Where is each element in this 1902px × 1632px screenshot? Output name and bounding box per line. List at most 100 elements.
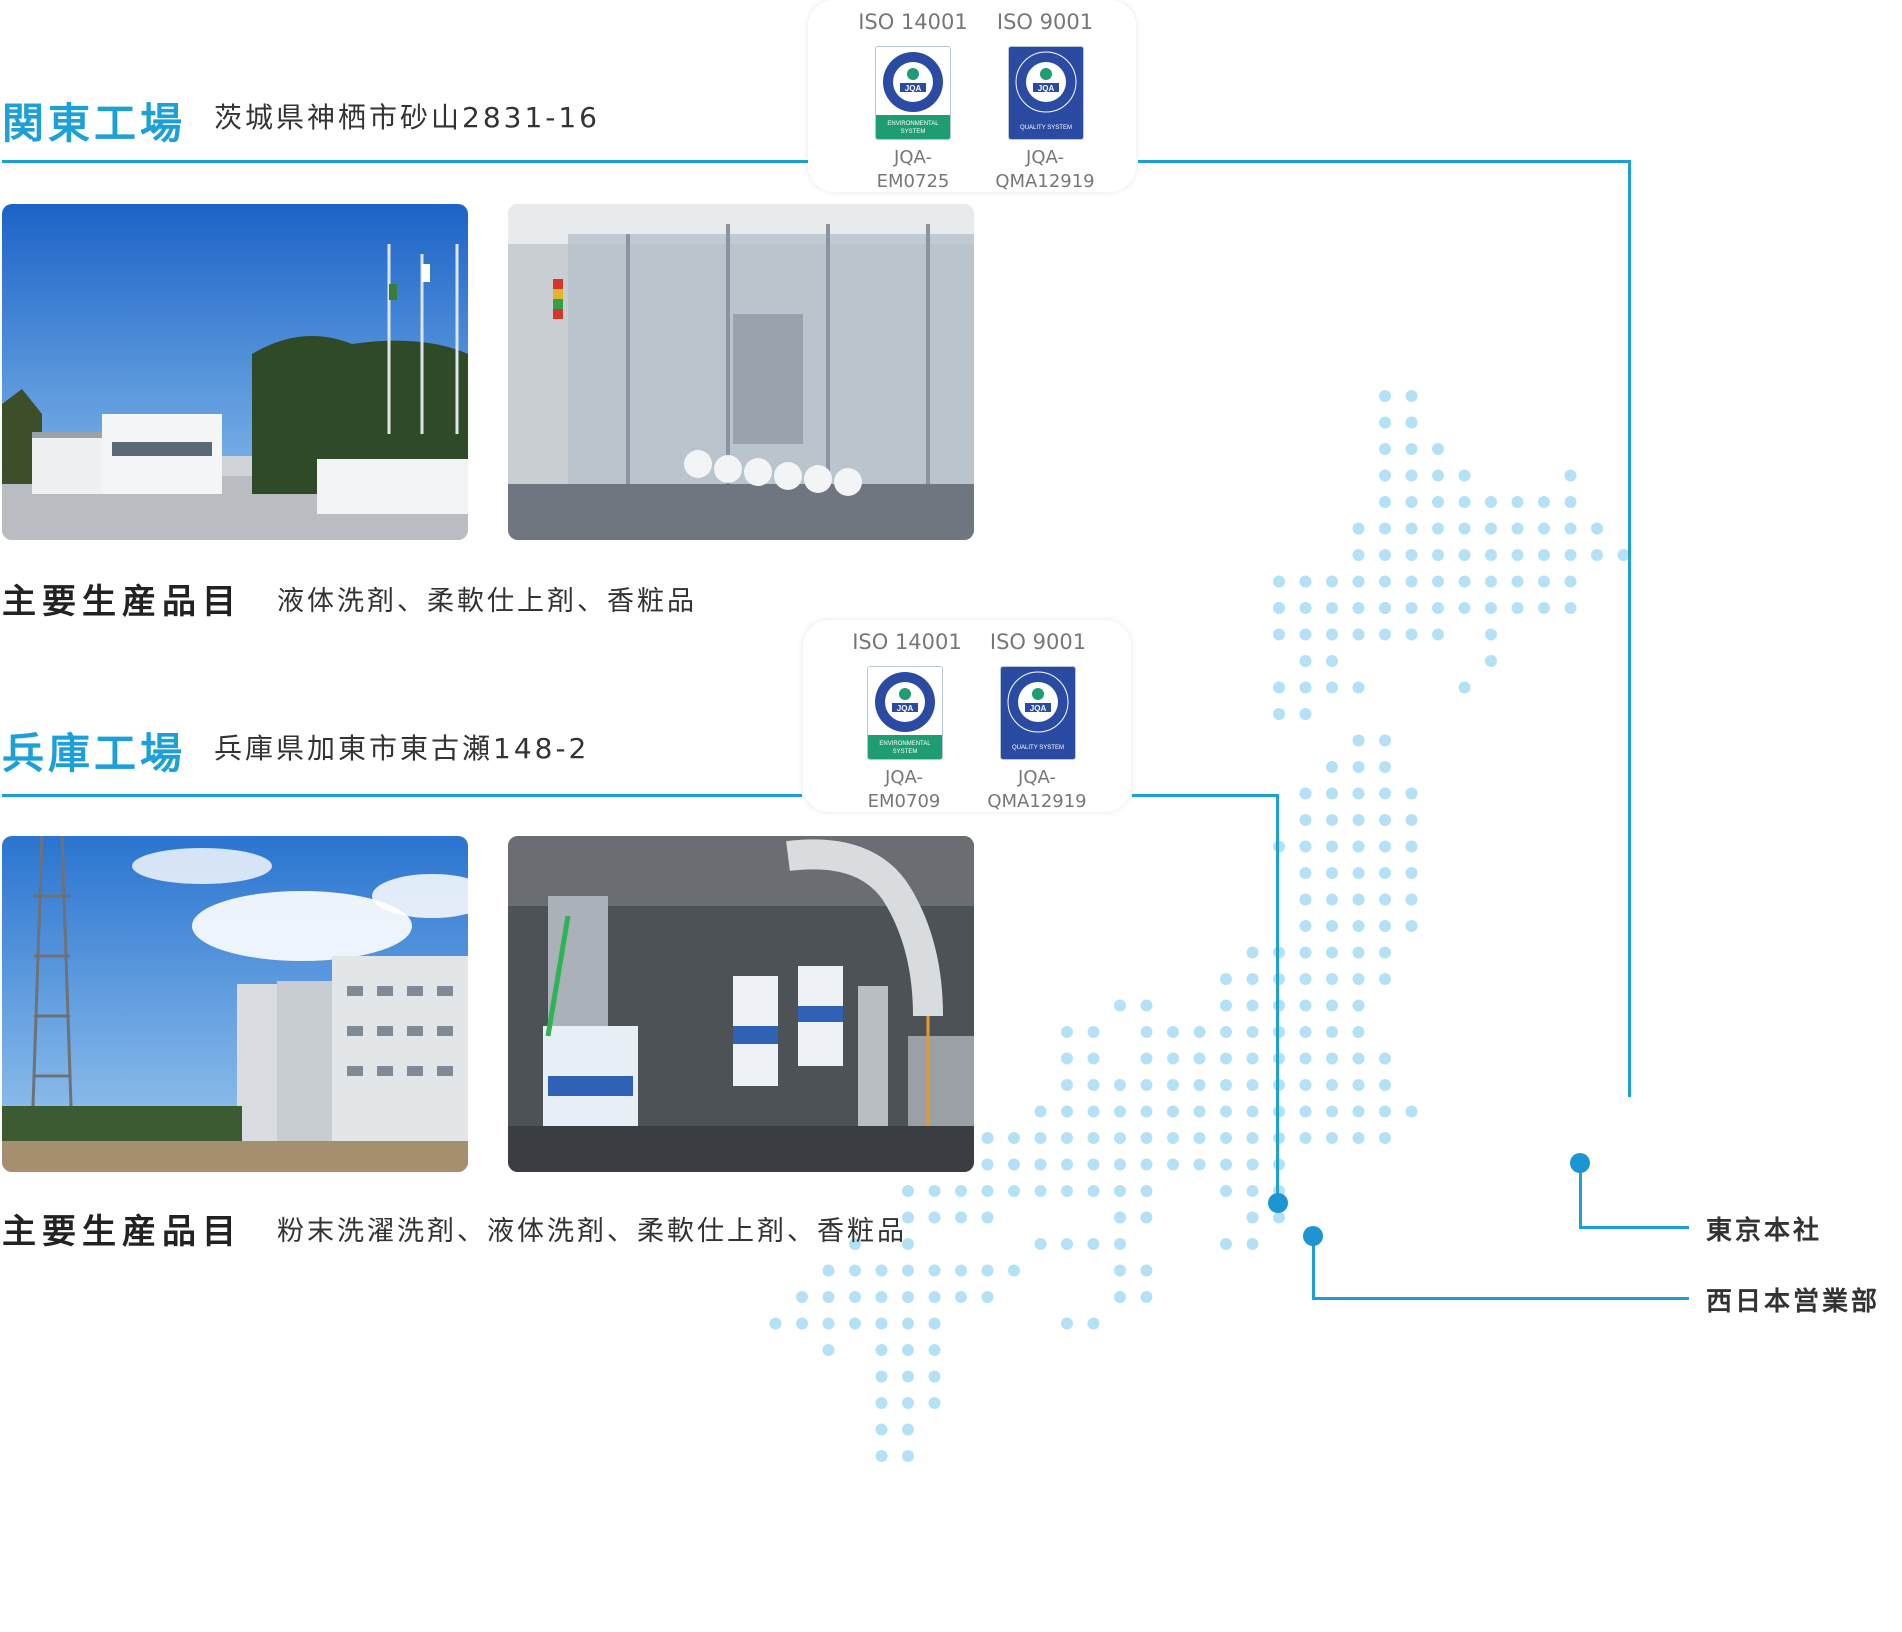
map-dot: [1140, 1026, 1153, 1038]
map-dot: [1140, 1079, 1153, 1091]
map-dot: [1379, 867, 1391, 879]
map-dot: [1352, 893, 1365, 906]
map-dot: [1564, 549, 1577, 561]
map-dot: [928, 1211, 941, 1224]
map-dot: [1379, 575, 1391, 588]
iso-14001-code: JQA- EM0725: [876, 147, 950, 192]
map-dot: [1246, 999, 1259, 1012]
map-dot: [1405, 840, 1418, 853]
map-dot: [1458, 496, 1471, 508]
map-dot: [928, 1370, 941, 1383]
map-dot: [849, 1238, 861, 1250]
map-dot: [875, 1291, 888, 1303]
map-dot: [1538, 575, 1550, 588]
map-dot: [1379, 787, 1391, 800]
map-dot: [1114, 1238, 1126, 1250]
map-dot: [1008, 1264, 1020, 1277]
map-dot: [1061, 1185, 1073, 1197]
tokyo-marker-line: [1579, 1162, 1582, 1229]
map-dot: [1405, 602, 1418, 614]
map-dot: [1220, 973, 1232, 985]
map-dot: [1405, 1105, 1418, 1118]
map-dot: [1352, 549, 1365, 561]
map-dot: [1352, 999, 1365, 1012]
hyogo-cert-panel: ISO 14001 ISO 9001 JQA ENVIRONMENTAL SYS…: [803, 620, 1131, 812]
map-dot: [1299, 628, 1312, 641]
map-dot: [1379, 761, 1391, 773]
iso-9001-label: ISO 9001: [996, 10, 1094, 34]
map-dot: [1273, 602, 1285, 614]
map-dot: [1220, 1132, 1232, 1144]
map-dot: [1008, 1185, 1020, 1197]
map-dot: [1352, 946, 1365, 959]
map-dot: [1087, 1185, 1100, 1197]
kanto-cert-panel: ISO 14001 ISO 9001 JQA ENVIRONMENTAL SYS…: [808, 0, 1136, 192]
map-dot: [1511, 522, 1524, 535]
map-dot: [1379, 840, 1391, 853]
map-dot: [1405, 416, 1418, 429]
map-dot: [1326, 761, 1338, 773]
map-dot: [1379, 946, 1391, 959]
map-dot: [1485, 575, 1497, 588]
west-japan-sales-office-label: 西日本営業部: [1706, 1287, 1881, 1317]
kanto-connector-drop: [1628, 160, 1631, 1097]
map-dot: [1193, 1079, 1206, 1091]
map-dot: [875, 1317, 888, 1330]
map-dot: [875, 1264, 888, 1277]
map-dot: [1538, 602, 1550, 614]
map-dot: [902, 1370, 914, 1383]
map-dot: [1299, 575, 1312, 588]
map-dot: [1352, 787, 1365, 800]
map-dot: [769, 1317, 782, 1330]
map-dot: [1405, 575, 1418, 588]
map-dot: [1538, 496, 1550, 508]
map-dot: [1246, 1079, 1259, 1091]
map-dot: [1326, 946, 1338, 959]
hyogo-factory-exterior-photo: [2, 836, 468, 1172]
jqa-quality-badge-icon: JQA QUALITY SYSTEM: [1000, 666, 1076, 760]
map-dot: [981, 1132, 994, 1144]
map-dot: [1167, 1052, 1179, 1065]
kanto-products-label: 主要生産品目: [2, 582, 242, 622]
svg-text:JQA: JQA: [897, 704, 914, 713]
west-japan-marker-connector: [1312, 1297, 1689, 1300]
map-dot: [1299, 920, 1312, 932]
map-dot: [1458, 549, 1471, 561]
map-dot: [1114, 1132, 1126, 1144]
map-dot: [1352, 973, 1365, 985]
map-dot: [1061, 1079, 1073, 1091]
map-dot: [1167, 1079, 1179, 1091]
map-dot: [1087, 1105, 1100, 1118]
map-dot: [1167, 1026, 1179, 1038]
map-dot: [1273, 1105, 1285, 1118]
map-dot: [1379, 522, 1391, 535]
map-dot: [928, 1397, 941, 1409]
map-dot: [1326, 1105, 1338, 1118]
map-dot: [1193, 1052, 1206, 1065]
map-dot: [1326, 602, 1338, 614]
map-dot: [1008, 1132, 1020, 1144]
map-dot: [955, 1185, 967, 1197]
map-dot: [902, 1344, 914, 1356]
svg-text:QUALITY SYSTEM: QUALITY SYSTEM: [1020, 125, 1072, 131]
map-dot: [1352, 1052, 1365, 1065]
map-dot: [1193, 1026, 1206, 1038]
map-dot: [1405, 390, 1418, 402]
map-dot: [1511, 549, 1524, 561]
map-dot: [1326, 628, 1338, 641]
map-dot: [1273, 999, 1285, 1012]
kanto-factory-exterior-photo: [2, 204, 468, 540]
hyogo-products-list: 粉末洗濯洗剤、液体洗剤、柔軟仕上剤、香粧品: [277, 1216, 907, 1247]
svg-text:SYSTEM: SYSTEM: [893, 749, 918, 755]
map-dot: [981, 1264, 994, 1277]
map-dot: [902, 1185, 914, 1197]
map-dot: [1114, 1264, 1126, 1277]
map-dot: [849, 1291, 861, 1303]
map-dot: [1220, 999, 1232, 1012]
map-dot: [1405, 628, 1418, 641]
map-dot: [1273, 1026, 1285, 1038]
map-dot: [1193, 1132, 1206, 1144]
kanto-production-line-photo: [508, 204, 974, 540]
map-dot: [1352, 734, 1365, 747]
map-dot: [1352, 761, 1365, 773]
